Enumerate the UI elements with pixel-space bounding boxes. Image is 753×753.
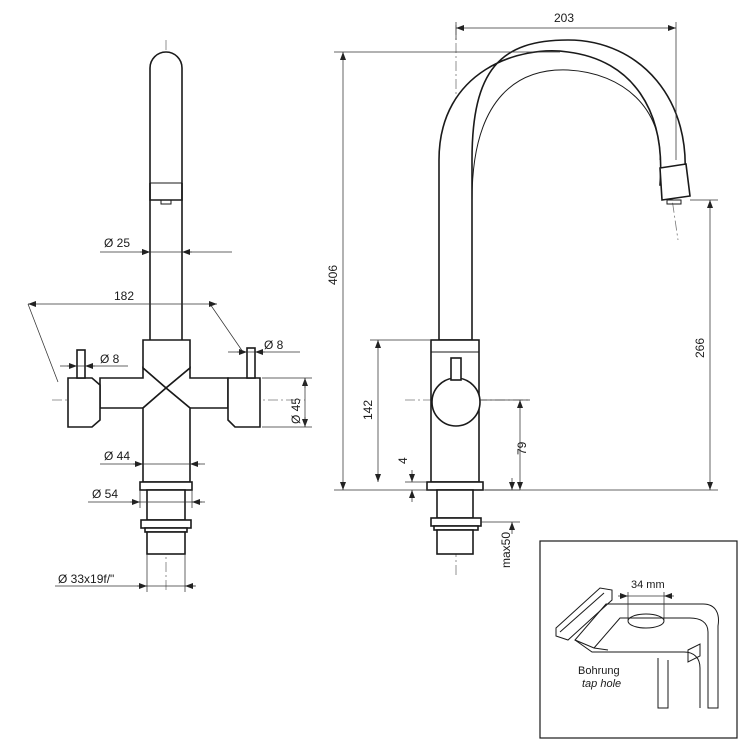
- dim-height-outlet: 266: [693, 338, 707, 358]
- side-view: 203 406 266 142 79 4 max50: [326, 11, 718, 575]
- dim-height-total: 406: [326, 265, 340, 285]
- dim-reach: 203: [554, 11, 574, 25]
- dim-height-body: 142: [361, 400, 375, 420]
- base-flange: [139, 481, 193, 491]
- left-lever-pin: [76, 349, 86, 379]
- mounting-nut: [140, 519, 192, 529]
- left-handle: [67, 377, 101, 428]
- dim-base-plate: 4: [396, 457, 410, 464]
- spout-tube: [149, 51, 183, 340]
- lower-column: [142, 386, 191, 483]
- right-handle: [227, 377, 261, 428]
- inset-label-de: Bohrung: [578, 665, 620, 677]
- dim-dia-body: Ø 45: [289, 398, 303, 424]
- side-shank: [436, 529, 474, 555]
- lever-knob: [431, 377, 481, 427]
- gooseneck-spout: [438, 39, 686, 341]
- aerator: [659, 163, 691, 201]
- dim-max-thickness: max50: [499, 532, 513, 568]
- front-view: Ø 25 182 Ø 8 Ø 8 Ø 45 Ø 44 Ø 5: [27, 40, 312, 592]
- threaded-shank: [146, 531, 186, 555]
- side-nut: [430, 517, 482, 527]
- dim-dia-base: Ø 54: [92, 487, 118, 501]
- right-lever-pin: [246, 347, 256, 379]
- sink-deck: [574, 603, 719, 709]
- lever-stem: [450, 357, 462, 381]
- dim-height-lever: 79: [515, 441, 529, 455]
- inset-frame: [539, 540, 738, 739]
- side-base-flange: [426, 481, 484, 491]
- dim-dia-lever-left: Ø 8: [100, 352, 120, 366]
- dim-thread: Ø 33x19f/": [58, 572, 114, 586]
- dim-dia-spout: Ø 25: [104, 236, 130, 250]
- dim-width: 182: [114, 289, 134, 303]
- dim-dia-column: Ø 44: [104, 449, 130, 463]
- tap-hole-inset: 34 mm Bohrung tap hole: [539, 540, 738, 739]
- inset-label-en: tap hole: [582, 678, 621, 690]
- inset-hole-width: 34 mm: [631, 579, 665, 591]
- dim-dia-lever-right: Ø 8: [264, 338, 284, 352]
